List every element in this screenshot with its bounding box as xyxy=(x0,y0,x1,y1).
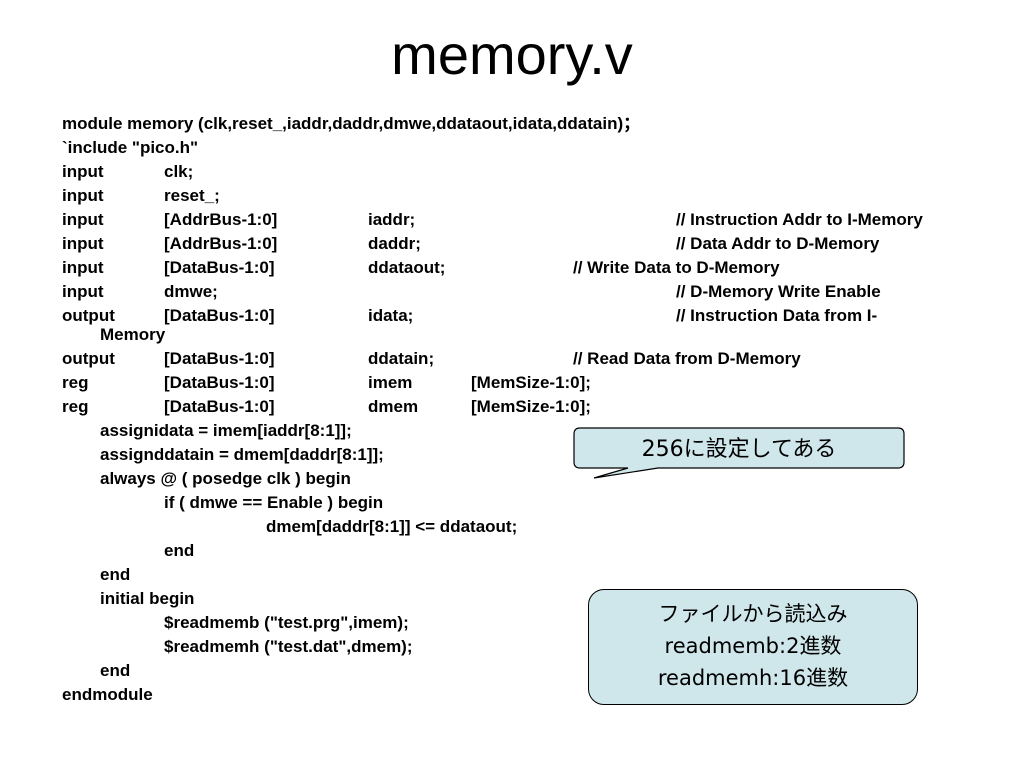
code-width: [DataBus-1:0] xyxy=(164,306,275,325)
code-signal: dmem xyxy=(368,397,419,416)
code-text: always @ ( posedge clk ) begin xyxy=(100,469,351,488)
speech-bubble-shape xyxy=(573,427,905,479)
code-signal: idata; xyxy=(368,306,414,325)
code-signal: ddatain; xyxy=(368,349,435,368)
code-array-size: [MemSize-1:0]; xyxy=(471,397,591,416)
code-keyword: input xyxy=(62,282,104,301)
code-signal: imem xyxy=(368,373,413,392)
code-keyword: input xyxy=(62,210,104,229)
code-comment: // Read Data from D-Memory xyxy=(573,349,801,368)
code-comment: // Write Data to D-Memory xyxy=(573,258,780,277)
code-text: end xyxy=(164,541,195,560)
code-text: end xyxy=(100,565,131,584)
code-text: `include "pico.h" xyxy=(62,138,199,157)
code-keyword: input xyxy=(62,186,104,205)
code-comment: // D-Memory Write Enable xyxy=(676,282,881,301)
code-keyword: input xyxy=(62,162,104,181)
code-width: [AddrBus-1:0] xyxy=(164,210,278,229)
callout-readmem-note: ファイルから読込み readmemb:2進数 readmemh:16進数 xyxy=(588,589,918,705)
readmem-note-line: readmemh:16進数 xyxy=(657,666,849,690)
code-width: [DataBus-1:0] xyxy=(164,373,275,392)
code-text: assignddatain = dmem[daddr[8:1]]; xyxy=(100,445,384,464)
code-signal: iaddr; xyxy=(368,210,416,229)
code-array-size: [MemSize-1:0]; xyxy=(471,373,591,392)
code-comment: // Instruction Data from I- xyxy=(676,306,878,325)
slide-title: memory.v xyxy=(391,23,633,86)
callout-memsize-text: 256に設定してある xyxy=(641,437,837,462)
readmem-note-line: readmemb:2進数 xyxy=(664,634,842,658)
code-width: [DataBus-1:0] xyxy=(164,397,275,416)
code-signal: daddr; xyxy=(368,234,421,253)
code-comment-continuation: Memory xyxy=(100,325,166,344)
readmem-note-line: ファイルから読込み xyxy=(658,602,848,626)
code-width: [DataBus-1:0] xyxy=(164,349,275,368)
code-signal: clk; xyxy=(164,162,194,181)
code-text: assignidata = imem[iaddr[8:1]]; xyxy=(100,421,352,440)
code-keyword: reg xyxy=(62,397,89,416)
code-keyword: input xyxy=(62,258,104,277)
code-width: [AddrBus-1:0] xyxy=(164,234,278,253)
code-keyword: output xyxy=(62,349,115,368)
code-keyword: output xyxy=(62,306,115,325)
code-keyword: input xyxy=(62,234,104,253)
callout-memsize-note: 256に設定してある xyxy=(568,424,908,484)
code-comment: // Instruction Addr to I-Memory xyxy=(676,210,923,229)
code-keyword: reg xyxy=(62,373,89,392)
code-text: end xyxy=(100,661,131,680)
code-text: initial begin xyxy=(100,589,195,608)
code-text: $readmemh ("test.dat",dmem); xyxy=(164,637,413,656)
code-signal: reset_; xyxy=(164,186,220,205)
code-width: [DataBus-1:0] xyxy=(164,258,275,277)
code-signal: ddataout; xyxy=(368,258,446,277)
code-signal: dmwe; xyxy=(164,282,218,301)
code-text: $readmemb ("test.prg",imem); xyxy=(164,613,409,632)
code-text: module memory (clk,reset_,iaddr,daddr,dm… xyxy=(62,114,641,133)
code-text: endmodule xyxy=(62,685,153,704)
code-comment: // Data Addr to D-Memory xyxy=(676,234,880,253)
code-text: dmem[daddr[8:1]] <= ddataout; xyxy=(266,517,518,536)
code-text: if ( dmwe == Enable ) begin xyxy=(164,493,384,512)
